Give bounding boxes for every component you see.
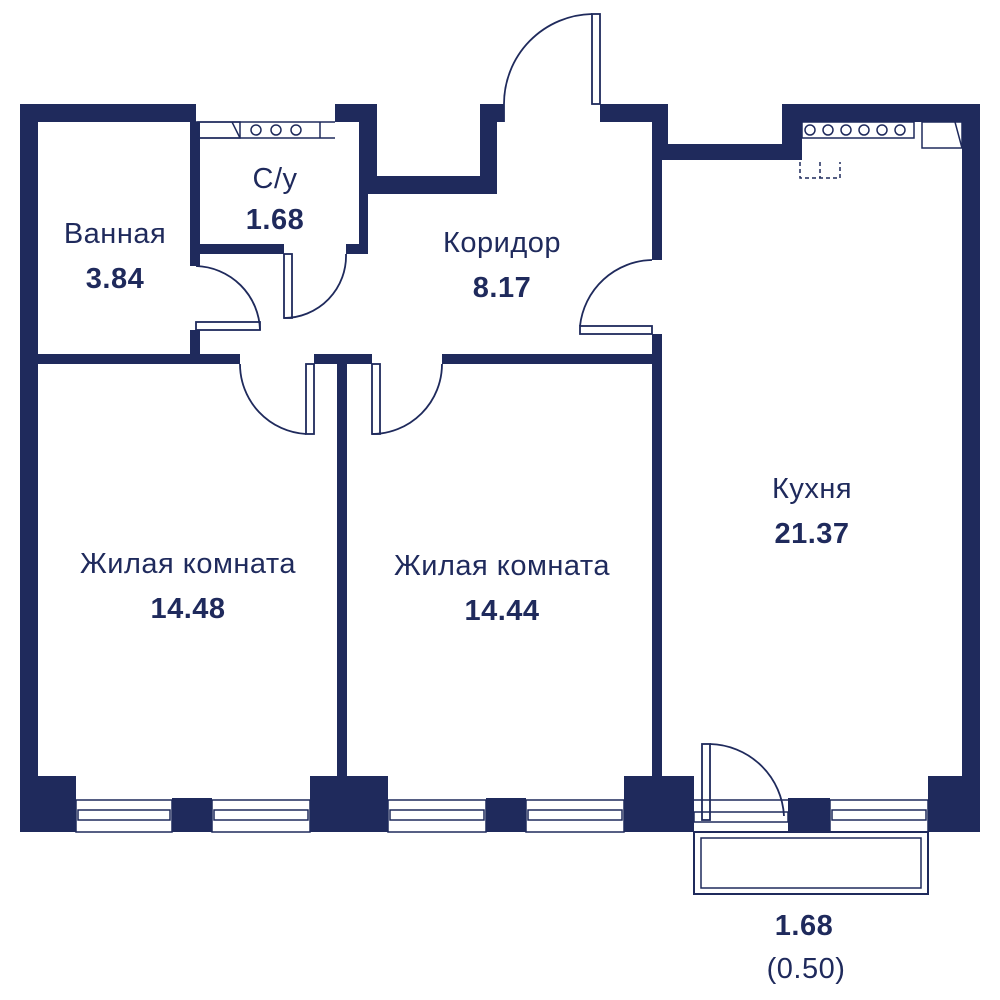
kitchen-area: 21.37	[774, 518, 849, 550]
kitchen-counter-diag	[954, 121, 963, 149]
kitchen-pipe-box	[801, 121, 915, 139]
wc-pipe-1	[250, 124, 262, 136]
wall-kitchen-left-bottom	[652, 334, 662, 784]
corridor-name: Коридор	[443, 227, 561, 259]
wc-area: 1.68	[246, 204, 304, 236]
balcony-reduced-area: (0.50)	[767, 953, 846, 985]
outer-wall-bottom-2	[172, 798, 212, 832]
fixtures	[75, 121, 963, 895]
outer-wall-right	[962, 104, 980, 832]
kitchen-pipe-3	[840, 124, 852, 136]
corridor-area: 8.17	[473, 272, 531, 304]
balcony-inner	[700, 837, 922, 889]
outer-wall-left	[20, 104, 38, 832]
outer-wall-bottom-7	[928, 776, 980, 832]
outer-wall-entry-right-cap	[600, 104, 668, 122]
wall-wc-right	[359, 176, 368, 254]
wc-door	[283, 253, 347, 319]
kitchen-vent	[799, 162, 841, 179]
living-middle-name: Жилая комната	[394, 550, 610, 582]
wall-bath-bottom-stub	[190, 330, 200, 354]
outer-wall-top-kitchen	[652, 144, 792, 160]
kitchen-pipe-2	[822, 124, 834, 136]
outer-wall-top-left	[20, 104, 196, 122]
living-left-area: 14.48	[150, 593, 225, 625]
kitchen-counter	[921, 121, 963, 149]
outer-wall-bottom-1	[20, 776, 76, 832]
kitchen-name: Кухня	[772, 473, 852, 505]
room-labels: Ванная 3.84 С/у 1.68 Коридор 8.17 Кухня …	[64, 163, 852, 985]
bathroom-door	[195, 265, 261, 331]
bath-counter	[197, 121, 241, 139]
wall-between-rooms	[337, 354, 347, 784]
wc-pipe-2	[270, 124, 282, 136]
living-middle-door	[371, 363, 443, 435]
kitchen-pipe-4	[858, 124, 870, 136]
wc-name: С/у	[253, 163, 298, 195]
outer-wall-entry-left	[480, 104, 497, 194]
outer-wall-bottom-5	[624, 776, 694, 832]
outer-wall-top-wc-right	[359, 104, 377, 194]
kitchen-pipe-1	[804, 124, 816, 136]
balcony-outline	[693, 831, 929, 895]
bathroom-area: 3.84	[86, 263, 144, 295]
living-middle-area: 14.44	[464, 595, 539, 627]
outer-wall-entry-left-cap	[480, 104, 504, 122]
bath-counter-diag	[231, 121, 241, 139]
bathroom-name: Ванная	[64, 218, 166, 250]
wall-rooms-top-right	[442, 354, 658, 364]
balcony-door	[701, 743, 785, 821]
wall-kitchen-left-top	[652, 150, 662, 260]
balcony-area: 1.68	[775, 910, 833, 942]
outer-wall-bottom-6	[788, 798, 830, 832]
walls	[20, 104, 980, 832]
outer-wall-bottom-4	[486, 798, 526, 832]
outer-wall-top-right	[782, 104, 980, 122]
living-left-name: Жилая комната	[80, 548, 296, 580]
outer-wall-top-corridor	[359, 176, 497, 194]
living-left-door	[239, 363, 315, 435]
outer-wall-bottom-3	[310, 776, 388, 832]
wall-wc-bottom-right	[346, 244, 368, 254]
wc-pipe-3	[290, 124, 302, 136]
kitchen-pipe-6	[894, 124, 906, 136]
kitchen-door	[579, 259, 653, 335]
wall-wc-bottom-left	[190, 244, 284, 254]
entry-door	[503, 13, 601, 122]
kitchen-pipe-5	[876, 124, 888, 136]
wall-bath-bottom	[38, 354, 240, 364]
doors	[195, 13, 785, 821]
wall-bath-wc	[190, 122, 200, 266]
